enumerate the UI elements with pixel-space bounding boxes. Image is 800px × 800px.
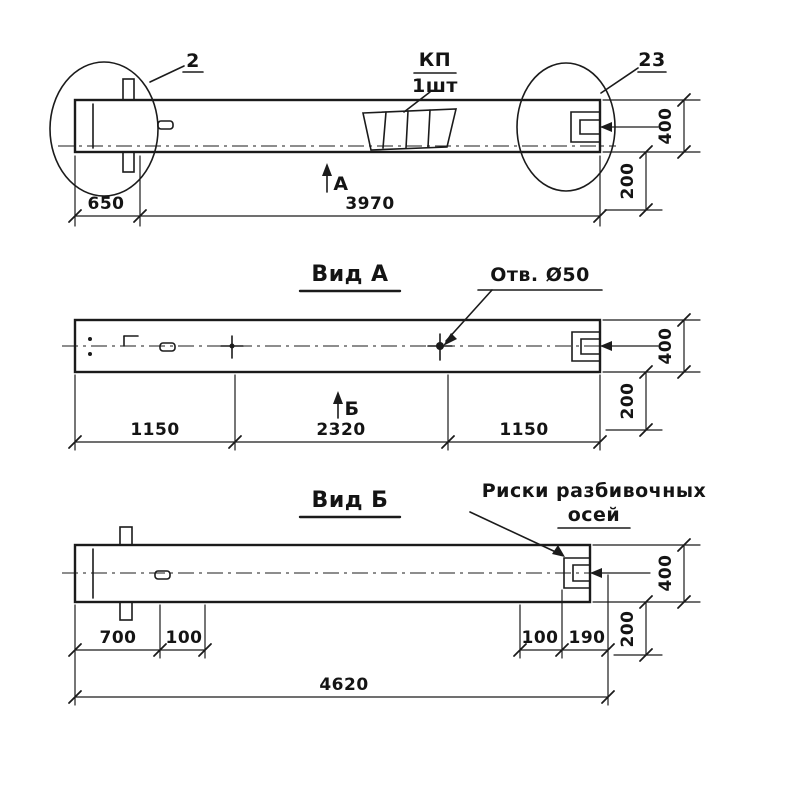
dim-650: 650	[88, 194, 125, 214]
dim-190: 190	[569, 628, 606, 648]
dim-tick	[601, 690, 615, 704]
dim-tick	[153, 643, 167, 657]
dim-200-top: 200	[618, 163, 638, 200]
dim-4620: 4620	[319, 675, 368, 695]
dim-tick	[677, 538, 691, 552]
socket-arrowhead-a	[600, 341, 612, 351]
note-line2: осей	[568, 504, 621, 526]
view-b-title: Вид Б	[312, 488, 389, 513]
dim-1150-right: 1150	[499, 420, 548, 440]
note-line1: Риски разбивочных	[482, 480, 707, 502]
dim-tick	[68, 690, 82, 704]
slot-mark-top	[157, 120, 174, 130]
bolt-dot	[88, 352, 92, 356]
section-a-label: А	[333, 173, 348, 195]
slot-mark-view-a	[159, 342, 176, 352]
dim-1150-left: 1150	[130, 420, 179, 440]
dim-200-view-b: 200	[618, 611, 638, 648]
dim-200-view-a: 200	[618, 383, 638, 420]
dim-tick	[228, 435, 242, 449]
dim-tick	[639, 423, 653, 437]
socket-inner-view-b	[572, 564, 591, 582]
dim-tick	[513, 643, 527, 657]
dim-tick	[68, 643, 82, 657]
note-leader-arrowhead	[552, 545, 565, 557]
kp-leader	[403, 91, 431, 113]
kp-hatch-line	[427, 109, 431, 148]
dim-tick	[677, 313, 691, 327]
dim-tick	[639, 648, 653, 662]
kp-hatch-line	[382, 111, 387, 149]
dim-tick	[593, 435, 607, 449]
dim-tick	[555, 643, 569, 657]
note-leader	[469, 511, 561, 555]
dim-tick	[593, 209, 607, 223]
dim-tick	[133, 209, 147, 223]
socket-inner-view-a	[580, 338, 601, 355]
dim-tick	[68, 209, 82, 223]
dim-tick	[677, 145, 691, 159]
dim-tick	[677, 595, 691, 609]
left-lug-top-b	[119, 526, 133, 546]
dim-tick	[198, 643, 212, 657]
dim-2320: 2320	[316, 420, 365, 440]
dim-tick	[441, 435, 455, 449]
kp-qty-label: 1шт	[412, 75, 458, 97]
socket-view-b	[563, 557, 591, 589]
dim-tick	[639, 365, 653, 379]
bolt-dot	[88, 337, 92, 341]
balloon-right-leader	[600, 67, 639, 94]
socket-arrowhead-b	[590, 568, 602, 578]
dim-tick	[639, 145, 653, 159]
dim-400-top: 400	[656, 108, 676, 145]
axis-cross-dot	[229, 343, 235, 349]
section-b-arrowhead	[333, 391, 343, 404]
beam-outline-top	[73, 98, 602, 154]
dim-tick	[68, 435, 82, 449]
hole-leader	[445, 289, 493, 342]
balloon-left-leader	[149, 65, 185, 83]
top-view: КП 1шт 2 23 400 200 6	[49, 49, 701, 227]
dim-400-view-b: 400	[656, 555, 676, 592]
view-a: Вид А Отв. Ø50 400	[62, 262, 701, 451]
dim-tick	[601, 643, 615, 657]
socket-arrowhead	[600, 122, 612, 132]
dim-400-view-a: 400	[656, 328, 676, 365]
detail-balloon-left	[49, 61, 159, 197]
section-a-arrowhead	[322, 163, 332, 176]
slot-mark-view-b	[154, 570, 171, 580]
dim-100-right: 100	[522, 628, 559, 648]
dim-tick	[639, 595, 653, 609]
dim-tick	[677, 93, 691, 107]
hole-50	[436, 342, 444, 350]
socket-inner-top-view	[579, 119, 601, 135]
section-b-label: Б	[345, 398, 360, 420]
dim-700: 700	[100, 628, 137, 648]
socket-top-view	[570, 111, 601, 143]
view-b: Вид Б Риски разбивочных осей 400 200	[62, 480, 707, 706]
socket-view-a	[571, 331, 601, 362]
kp-element	[362, 108, 458, 151]
balloon-right-label: 23	[638, 49, 665, 71]
hole-label: Отв. Ø50	[490, 264, 590, 286]
left-lug-bottom	[122, 151, 135, 173]
dim-100-left: 100	[166, 628, 203, 648]
left-lug-bottom-b	[119, 601, 133, 621]
dim-tick	[677, 365, 691, 379]
hole-leader-arrowhead	[443, 333, 457, 346]
left-lug-top	[122, 78, 135, 101]
kp-hatch-line	[405, 110, 409, 149]
balloon-left-label: 2	[186, 50, 200, 72]
dim-3970: 3970	[345, 194, 394, 214]
dim-tick	[639, 203, 653, 217]
kp-label: КП	[419, 49, 451, 71]
view-a-title: Вид А	[311, 262, 388, 287]
